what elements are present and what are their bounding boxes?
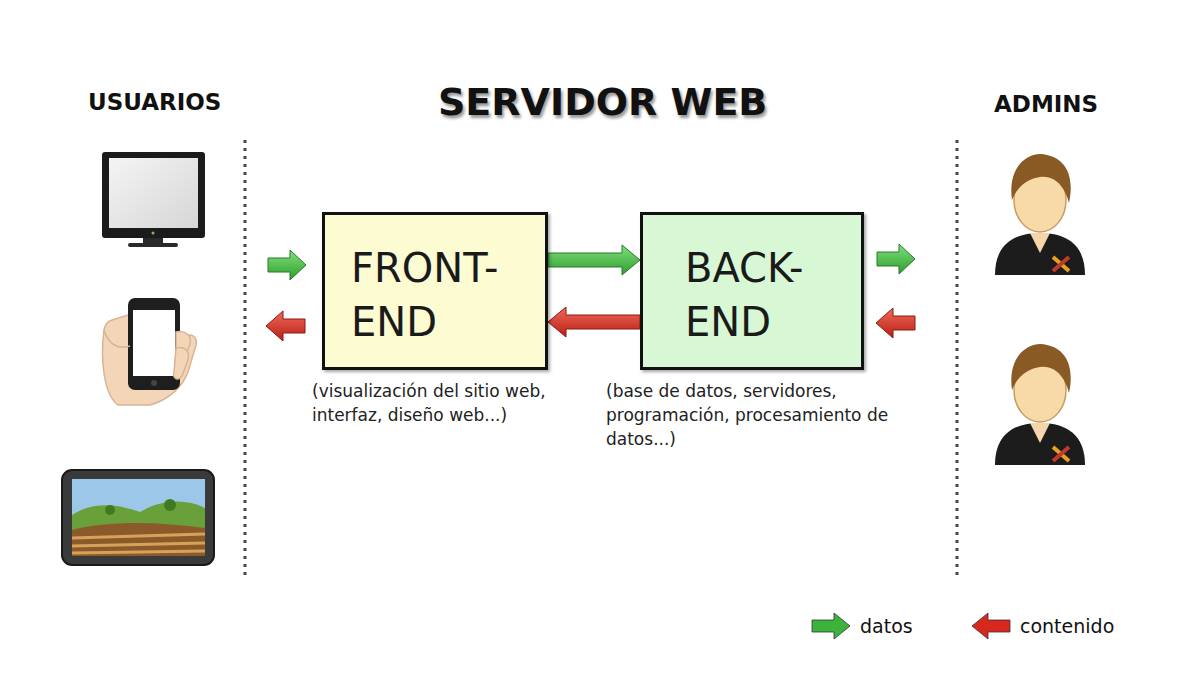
legend-item: contenido (970, 612, 1114, 640)
legend-swatch (970, 612, 1012, 640)
box-title: BACK- END (685, 241, 855, 349)
phone-icon (103, 298, 197, 405)
legend-arrow (972, 613, 1010, 639)
admin-icon (995, 344, 1085, 465)
block-arrow (548, 245, 640, 275)
legend-swatch (810, 612, 852, 640)
separator (956, 140, 959, 575)
data-arrow (268, 250, 306, 280)
block-arrow (548, 307, 640, 337)
data-arrow (877, 244, 915, 274)
box-description: (base de datos, servidores, programación… (606, 379, 951, 451)
content-arrow (876, 308, 915, 338)
front-end-box: FRONT- END(visualización del sitio web, … (322, 212, 548, 370)
box-title: FRONT- END (351, 241, 539, 349)
legend-text: datos (860, 615, 913, 637)
admin-icon (995, 154, 1085, 275)
legend-text: contenido (1020, 615, 1114, 637)
separator (244, 140, 247, 575)
tablet-icon (62, 470, 214, 565)
back-end-box: BACK- END(base de datos, servidores, pro… (640, 212, 864, 370)
column-heading: ADMINS (994, 91, 1098, 117)
legend-item: datos (810, 612, 913, 640)
content-arrow (266, 311, 305, 341)
monitor-icon (102, 152, 205, 247)
legend-arrow (812, 613, 850, 639)
column-heading: USUARIOS (88, 89, 221, 115)
diagram-title: SERVIDOR WEB (438, 80, 767, 124)
box-description: (visualización del sitio web, interfaz, … (312, 379, 574, 427)
